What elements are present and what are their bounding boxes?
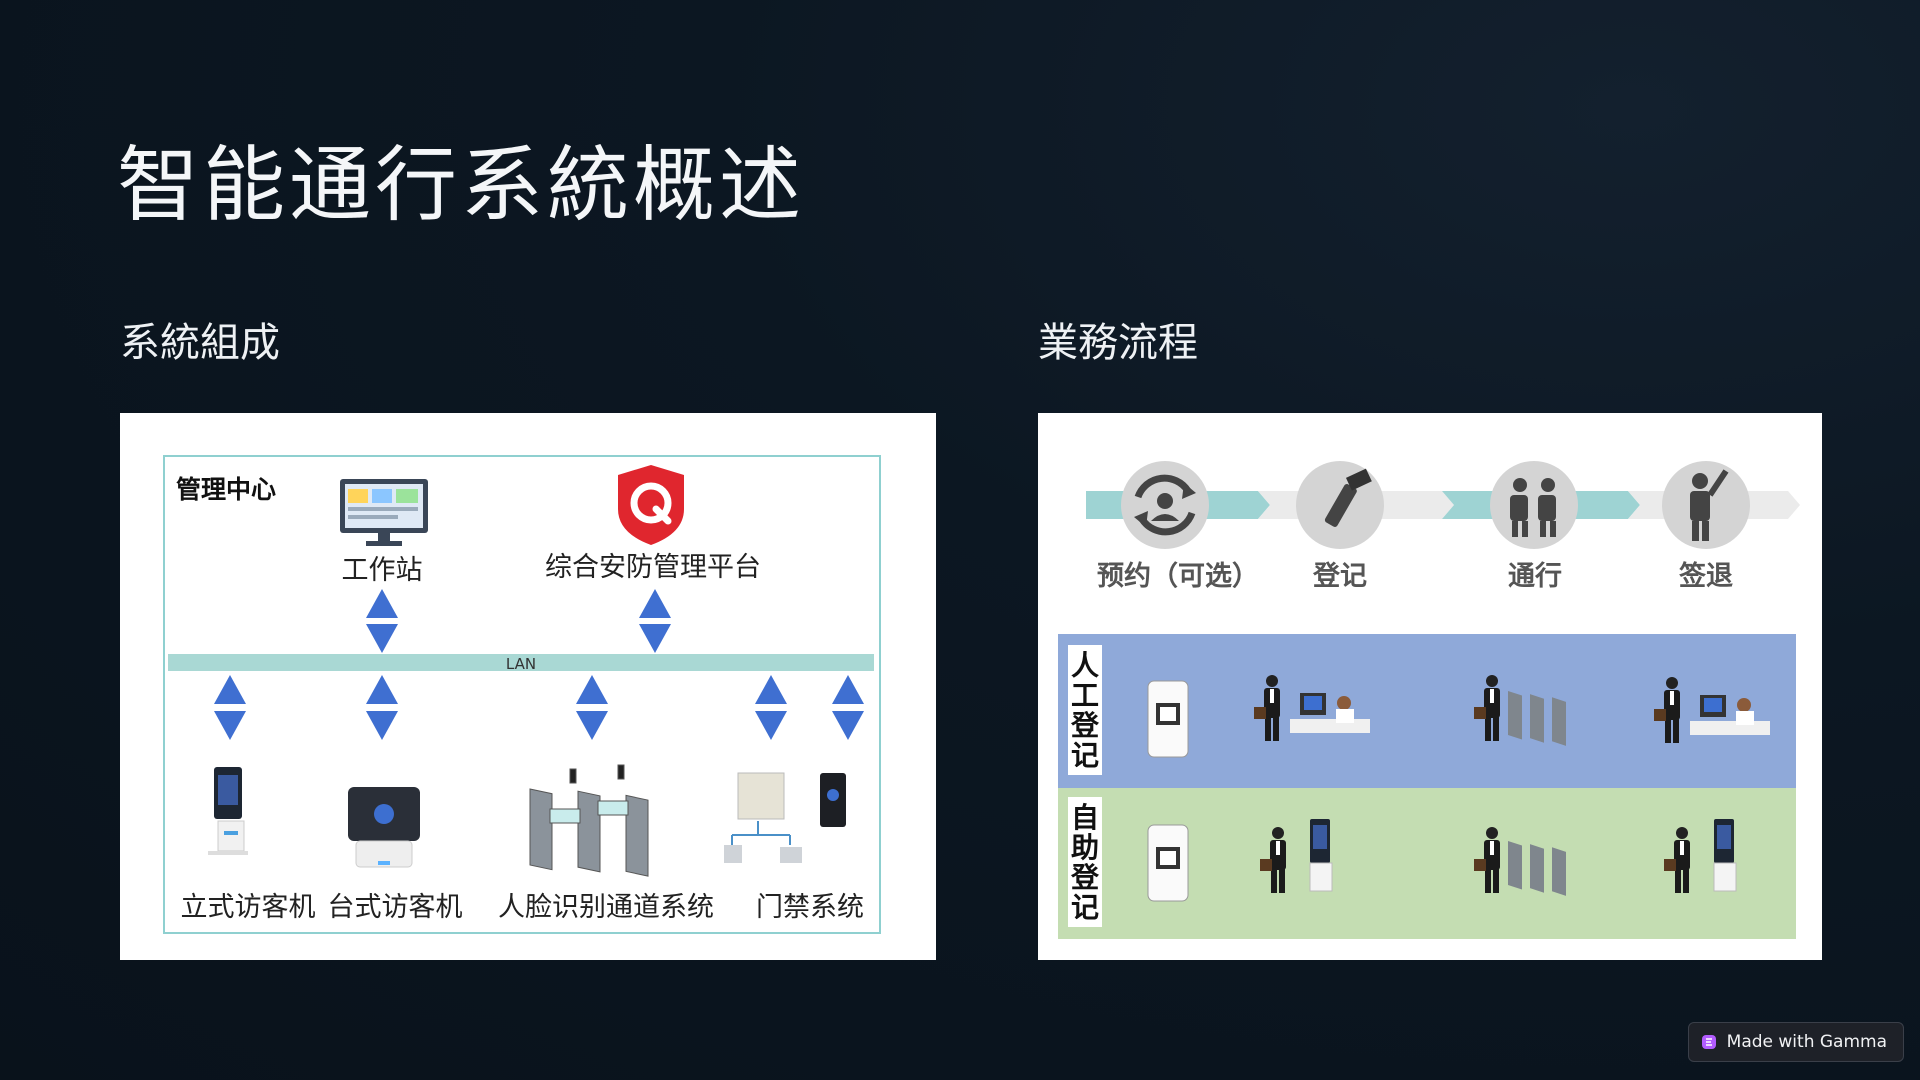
- lan-bar: [168, 654, 874, 671]
- workstation-icon: [340, 479, 428, 546]
- row-self-label: 自 助 登 记: [1068, 797, 1102, 927]
- device-label-standing-kiosk: 立式访客机: [181, 892, 316, 923]
- row-self-char-3: 登: [1070, 861, 1100, 894]
- device-label-desktop-kiosk: 台式访客机: [328, 892, 463, 923]
- phone-qr-icon-manual: [1147, 680, 1189, 758]
- step-pass-icon: [1490, 461, 1578, 549]
- step-register-icon: [1296, 461, 1384, 549]
- desktop-kiosk-icon: [348, 787, 420, 868]
- row-manual-char-1: 人: [1071, 649, 1099, 682]
- section-heading-process: 業務流程: [1038, 320, 1198, 366]
- mgmt-center-label: 管理中心: [176, 475, 276, 504]
- face-gate-icon: [529, 764, 649, 877]
- step-label-register: 登记: [1312, 561, 1367, 592]
- made-with-gamma-badge[interactable]: Made with Gamma: [1687, 1022, 1904, 1062]
- device-label-access-control: 门禁系统: [756, 892, 864, 923]
- step-label-pass: 通行: [1508, 560, 1562, 592]
- row-manual-char-3: 登: [1070, 709, 1100, 742]
- slide-title: 智能通行系統概述: [117, 138, 806, 233]
- step-reserve-icon: [1121, 461, 1209, 549]
- platform-label: 综合安防管理平台: [545, 552, 761, 583]
- arrow-workstation-lan: [366, 589, 398, 653]
- gamma-logo-icon: [1701, 1035, 1716, 1049]
- row-self-char-2: 助: [1071, 831, 1099, 864]
- row-manual-char-4: 记: [1071, 739, 1099, 772]
- section-heading-composition: 系統組成: [120, 320, 280, 366]
- row-self-char-4: 记: [1071, 891, 1099, 924]
- phone-qr-icon-self: [1147, 824, 1189, 902]
- device-label-face-gate: 人脸识别通道系统: [498, 892, 714, 923]
- arrow-platform-lan: [639, 589, 671, 653]
- badge-label: Made with Gamma: [1726, 1032, 1887, 1052]
- standing-kiosk-icon: [208, 767, 248, 855]
- row-manual-label: 人 工 登 记: [1068, 645, 1102, 775]
- step-checkout-icon: [1662, 461, 1750, 549]
- step-label-checkout: 签退: [1679, 560, 1733, 592]
- system-composition-diagram: 管理中心 工作站 综合安防管理平台 LAN: [120, 413, 936, 960]
- arrows-devices: [214, 675, 864, 740]
- row-manual-char-2: 工: [1071, 679, 1099, 712]
- platform-shield-icon: [618, 465, 684, 545]
- workstation-label: 工作站: [342, 555, 423, 586]
- access-control-icon: [724, 772, 846, 863]
- row-self-char-1: 自: [1071, 801, 1099, 834]
- lan-label: LAN: [506, 655, 536, 673]
- business-process-diagram: 预约（可选） 登记 通行 签退 人 工 登 记 自 助 登 记: [1038, 413, 1822, 960]
- step-label-reserve: 预约（可选）: [1097, 561, 1259, 592]
